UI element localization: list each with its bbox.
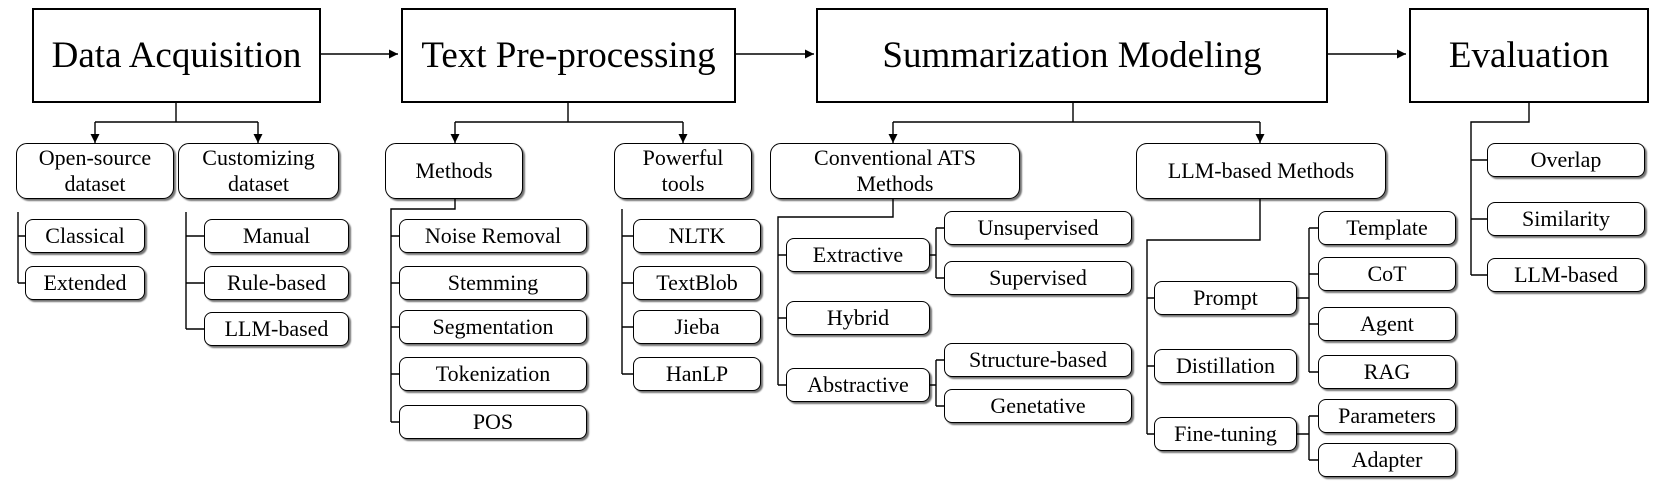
abstractive-node: Abstractive <box>786 368 930 402</box>
extended-node: Extended <box>25 266 145 300</box>
methods-node: Methods <box>385 143 523 199</box>
template-node: Template <box>1318 211 1456 245</box>
conventional-ats-methods-node: Conventional ATS Methods <box>770 143 1020 199</box>
noise-removal-node: Noise Removal <box>399 219 587 253</box>
parameters-node: Parameters <box>1318 399 1456 433</box>
cot-node: CoT <box>1318 257 1456 291</box>
powerful-tools-node: Powerful tools <box>614 143 752 199</box>
stage-summarization-modeling: Summarization Modeling <box>816 8 1328 103</box>
stage-text-preprocessing: Text Pre-processing <box>401 8 736 103</box>
open-source-dataset-node: Open-source dataset <box>16 143 174 199</box>
textblob-node: TextBlob <box>633 266 761 300</box>
stemming-node: Stemming <box>399 266 587 300</box>
llm-based-methods-node: LLM-based Methods <box>1136 143 1386 199</box>
manual-node: Manual <box>204 219 349 253</box>
segmentation-node: Segmentation <box>399 310 587 344</box>
classical-node: Classical <box>25 219 145 253</box>
overlap-node: Overlap <box>1487 143 1645 177</box>
llm-based-evaluation-node: LLM-based <box>1487 258 1645 292</box>
genetative-node: Genetative <box>944 389 1132 423</box>
tokenization-node: Tokenization <box>399 357 587 391</box>
customizing-dataset-node: Customizing dataset <box>178 143 339 199</box>
hanlp-node: HanLP <box>633 357 761 391</box>
extractive-node: Extractive <box>786 238 930 272</box>
nltk-node: NLTK <box>633 219 761 253</box>
hybrid-node: Hybrid <box>786 301 930 335</box>
structure-based-node: Structure-based <box>944 343 1132 377</box>
stage-evaluation: Evaluation <box>1409 8 1649 103</box>
jieba-node: Jieba <box>633 310 761 344</box>
fine-tuning-node: Fine-tuning <box>1154 417 1297 451</box>
adapter-node: Adapter <box>1318 443 1456 477</box>
pos-node: POS <box>399 405 587 439</box>
unsupervised-node: Unsupervised <box>944 211 1132 245</box>
similarity-node: Similarity <box>1487 202 1645 236</box>
stage-data-acquisition: Data Acquisition <box>32 8 321 103</box>
supervised-node: Supervised <box>944 261 1132 295</box>
prompt-node: Prompt <box>1154 281 1297 315</box>
rag-node: RAG <box>1318 355 1456 389</box>
llm-based-dataset-node: LLM-based <box>204 312 349 346</box>
agent-node: Agent <box>1318 307 1456 341</box>
rule-based-node: Rule-based <box>204 266 349 300</box>
distillation-node: Distillation <box>1154 349 1297 383</box>
